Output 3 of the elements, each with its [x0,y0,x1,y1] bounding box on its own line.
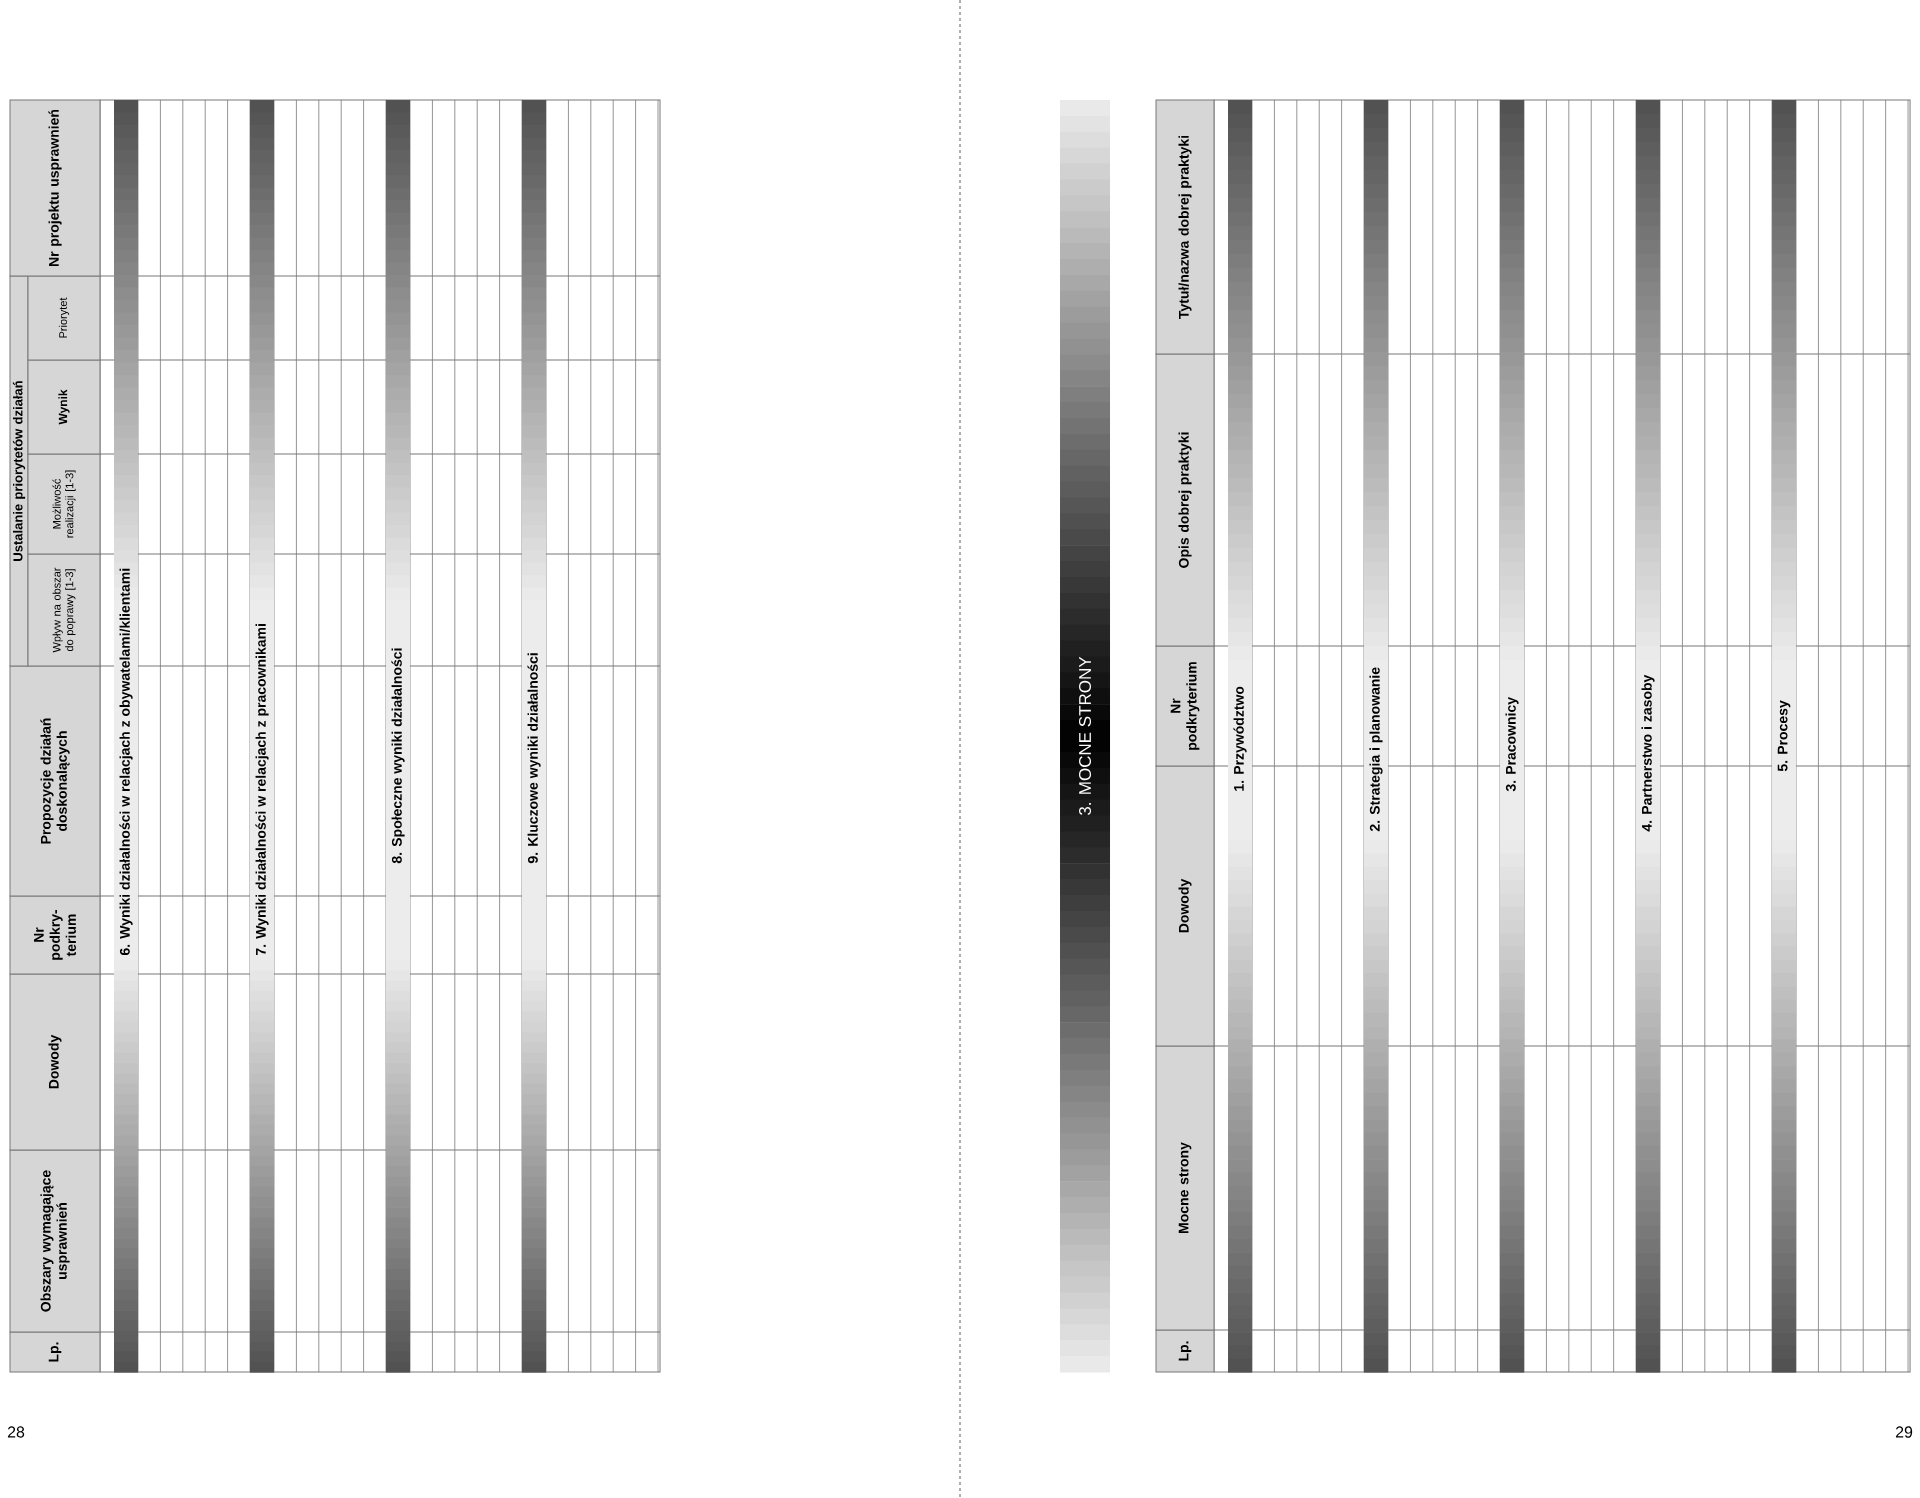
title-band: 3. MOCNE STRONY [1060,100,1110,1373]
page-number: 28 [7,1426,25,1438]
page-number: 29 [1895,1426,1913,1438]
